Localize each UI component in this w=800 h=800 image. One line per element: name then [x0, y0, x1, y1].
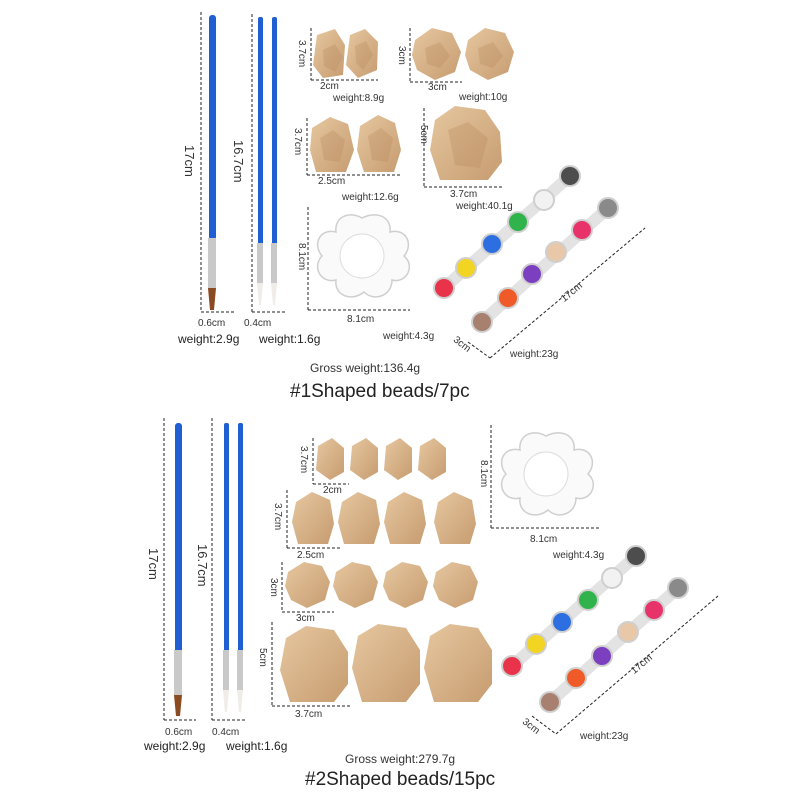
- set2-bead-medium-width: 2.5cm: [297, 550, 325, 561]
- set2-bead-small-3: [384, 438, 412, 480]
- set2-bead-small-height: 3.7cm: [298, 446, 309, 474]
- set2-bead-round-2: [333, 562, 378, 608]
- set1-brush-large: [208, 15, 216, 310]
- set1-bead-small-1: [313, 29, 345, 78]
- set2-palette-height: 8.1cm: [478, 460, 489, 488]
- set2-brush-large-height: 17cm: [146, 548, 161, 580]
- set2-paint-strip-1: [501, 545, 647, 677]
- set2-brush-small-weight: weight:1.6g: [226, 739, 288, 753]
- set2-brush-small-1: [223, 423, 229, 712]
- set2-bead-round-4: [433, 562, 478, 608]
- set2-brush-large: [174, 423, 182, 716]
- set1-brush-small-width: 0.4cm: [244, 318, 272, 329]
- set2-brush-small-height: 16.7cm: [195, 544, 210, 587]
- set2-bead-medium-1: [292, 492, 334, 544]
- set1-bead-round-width: 3cm: [428, 82, 447, 93]
- set2-brush-small-2: [237, 423, 243, 712]
- set1-bead-small-2: [346, 29, 378, 78]
- set2-bead-medium-height: 3.7cm: [272, 503, 283, 531]
- set2-paint-strip-weight: weight:23g: [580, 731, 629, 742]
- set2-brush-large-width: 0.6cm: [165, 727, 193, 738]
- set1-brush-small-2: [271, 17, 277, 305]
- set1-brush-large-weight: weight:2.9g: [178, 332, 240, 346]
- set2-group: [163, 418, 719, 735]
- set1-bead-large-height: 5cm: [418, 125, 429, 144]
- set2-bead-round-width: 3cm: [296, 613, 315, 624]
- set1-bead-large-weight: weight:40.1g: [456, 201, 513, 212]
- set2-bead-round-1: [285, 562, 330, 608]
- set1-palette-height: 8.1cm: [296, 243, 307, 271]
- set2-bead-large-1: [280, 626, 348, 702]
- set1-gross-weight: Gross weight:136.4g: [310, 361, 421, 375]
- set1-bead-round-height: 3cm: [396, 46, 407, 65]
- set2-brush-large-weight: weight:2.9g: [144, 739, 206, 753]
- set2-bead-medium-4: [434, 492, 476, 544]
- set1-bead-small-height: 3.7cm: [296, 40, 307, 68]
- set2-bead-small-4: [418, 438, 446, 480]
- set2-paint-strip-2: [539, 577, 689, 713]
- set2-bead-large-3: [424, 624, 492, 702]
- set1-brush-small-1: [257, 17, 263, 305]
- set1-bead-round-1: [412, 28, 461, 80]
- set2-bead-large-height: 5cm: [257, 648, 268, 667]
- set1-brush-small-weight: weight:1.6g: [259, 332, 321, 346]
- set1-paint-strip-2: [471, 197, 619, 333]
- set1-bead-large: [430, 106, 502, 180]
- set1-brush-small-height: 16.7cm: [231, 140, 246, 183]
- set1-paint-strip-weight: weight:23g: [510, 349, 559, 360]
- set1-bead-medium-height: 3.7cm: [292, 128, 303, 156]
- set1-palette-width: 8.1cm: [347, 314, 375, 325]
- set2-brush-small-width: 0.4cm: [212, 727, 240, 738]
- set1-bead-small-width: 2cm: [320, 81, 339, 92]
- set1-brush-large-height: 17cm: [182, 145, 197, 177]
- set2-bead-small-1: [316, 438, 344, 480]
- set1-bead-large-width: 3.7cm: [450, 189, 478, 200]
- set1-bead-medium-1: [310, 117, 354, 172]
- set1-group: [200, 12, 646, 359]
- set1-bead-round-weight: weight:10g: [459, 92, 508, 103]
- set2-title: #2Shaped beads/15pc: [305, 769, 496, 790]
- set2-bead-round-3: [383, 562, 428, 608]
- set2-palette: [500, 432, 594, 516]
- set2-palette-width: 8.1cm: [530, 534, 558, 545]
- set2-bead-large-2: [352, 624, 420, 702]
- set1-brush-large-width: 0.6cm: [198, 318, 226, 329]
- set2-palette-weight: weight:4.3g: [553, 550, 605, 561]
- set2-bead-small-width: 2cm: [323, 485, 342, 496]
- set1-bead-medium-width: 2.5cm: [318, 176, 346, 187]
- set1-bead-medium-weight: weight:12.6g: [342, 192, 399, 203]
- set1-bead-medium-2: [357, 115, 401, 172]
- set2-bead-medium-3: [384, 492, 426, 544]
- set2-bead-round-height: 3cm: [268, 578, 279, 597]
- set2-bead-large-width: 3.7cm: [295, 709, 323, 720]
- set1-bead-small-weight: weight:8.9g: [333, 93, 385, 104]
- set1-title: #1Shaped beads/7pc: [290, 381, 470, 402]
- set2-bead-medium-2: [338, 492, 380, 544]
- set1-palette-weight: weight:4.3g: [383, 331, 435, 342]
- set1-bead-round-2: [465, 28, 514, 80]
- set2-gross-weight: Gross weight:279.7g: [345, 752, 456, 766]
- set1-palette: [316, 214, 410, 298]
- set2-bead-small-2: [350, 438, 378, 480]
- set1-paint-strip-1: [433, 165, 581, 299]
